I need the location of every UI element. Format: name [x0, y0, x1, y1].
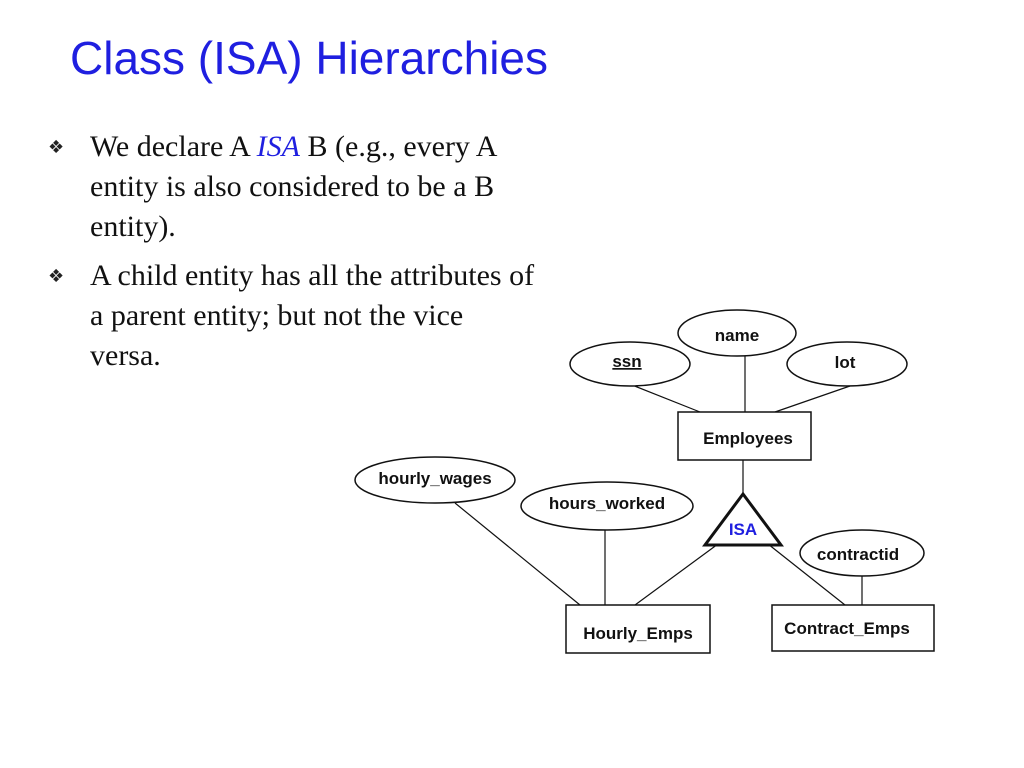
diamond-bullet-icon: ❖	[48, 266, 65, 287]
connector-lines	[454, 356, 863, 606]
attribute-lot: lot	[786, 341, 908, 387]
line-isa-hourly-emps	[634, 543, 719, 606]
line-isa-contract-emps	[767, 543, 846, 606]
line-hourly-wages-hourly-emps	[454, 502, 581, 606]
bullet-text: A child entity has all the attributes of…	[90, 259, 535, 372]
bullet-text-after: B (e.g., every A entity is also consider…	[90, 130, 496, 243]
attribute-contractid-label: contractid	[817, 545, 899, 564]
bullet-item-inheritance: ❖ A child entity has all the attributes …	[46, 256, 536, 376]
isa-emphasis: ISA	[256, 130, 300, 163]
entity-contract-emps-label: Contract_Emps	[784, 619, 910, 638]
attribute-hourly-wages: hourly_wages	[354, 456, 516, 504]
bullet-list: ❖ We declare A ISA B (e.g., every A enti…	[46, 127, 536, 385]
entity-employees: Employees	[677, 411, 812, 461]
line-lot-employees	[774, 385, 851, 413]
attribute-name-label: name	[715, 326, 759, 345]
attribute-ssn: ssn	[569, 341, 691, 387]
entity-hourly-emps: Hourly_Emps	[565, 604, 711, 654]
bullet-item-isa-declaration: ❖ We declare A ISA B (e.g., every A enti…	[46, 127, 536, 247]
attribute-hourly-wages-label: hourly_wages	[378, 469, 491, 488]
attribute-hours-worked: hours_worked	[520, 481, 694, 531]
entity-employees-label: Employees	[703, 429, 793, 448]
attribute-ssn-label: ssn	[612, 352, 641, 371]
attribute-lot-label: lot	[835, 353, 856, 372]
isa-label: ISA	[729, 520, 757, 539]
isa-triangle: ISA	[702, 491, 784, 547]
slide-title: Class (ISA) Hierarchies	[70, 32, 548, 84]
attribute-name: name	[677, 309, 797, 357]
entity-hourly-emps-label: Hourly_Emps	[583, 624, 693, 643]
entity-contract-emps: Contract_Emps	[771, 604, 935, 652]
attribute-hours-worked-label: hours_worked	[549, 494, 665, 513]
attribute-contractid: contractid	[799, 529, 925, 577]
line-ssn-employees	[631, 384, 701, 413]
diamond-bullet-icon: ❖	[48, 137, 65, 158]
bullet-text-before: We declare A	[90, 130, 257, 163]
